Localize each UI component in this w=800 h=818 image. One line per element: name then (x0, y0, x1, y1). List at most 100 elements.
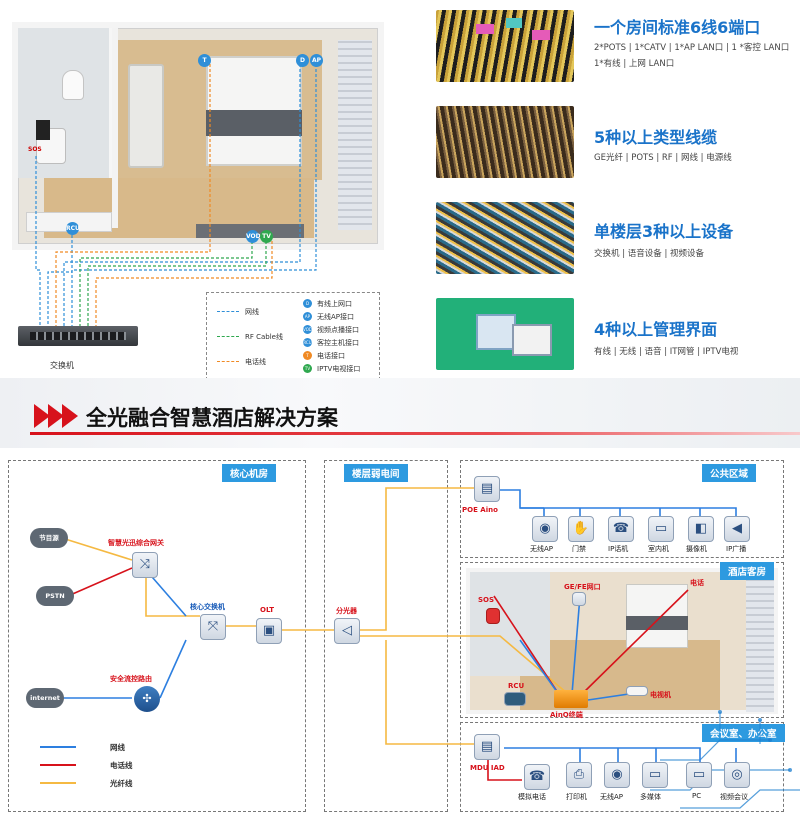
meeting-device-label: 打印机 (566, 793, 587, 801)
gateway-label: 智慧光迅综合网关 (108, 539, 164, 547)
public-device-label: 摄像机 (686, 545, 707, 553)
router-icon: ✣ (134, 686, 160, 712)
guest-room-bath (470, 572, 550, 676)
legend-phone-line (40, 764, 76, 766)
pstn-cloud-icon: PSTN (36, 586, 74, 606)
legend-network-label: 网线 (110, 743, 125, 752)
room-wall (112, 28, 118, 228)
banner-underline (30, 432, 800, 435)
meeting-device-label: 模拟电话 (518, 793, 546, 801)
feature-image-management (436, 298, 574, 370)
public-device-label: 无线AP (530, 545, 554, 553)
legend-port-icon: D (303, 299, 312, 308)
room-sos-label: SOS (478, 596, 495, 604)
aino-label: AinO终端 (550, 711, 583, 719)
aino-terminal-icon (554, 690, 588, 708)
guest-room-curtain (746, 572, 774, 712)
legend-port-label: 有线上网口 (317, 300, 352, 308)
public-device-label: IP广播 (726, 545, 747, 553)
poe-aino-label: POE Aino (462, 506, 498, 514)
switch-label: 交换机 (50, 361, 74, 370)
legend-line-network (217, 311, 239, 312)
legend-line-label: 电话线 (245, 358, 266, 366)
feature-subtitle: 有线 | 无线 | 语音 | IT网管 | IPTV电视 (594, 347, 739, 357)
guest-room-floor (520, 640, 720, 710)
olt-label: OLT (260, 606, 275, 614)
panel-title-floor: 楼层弱电间 (344, 464, 408, 482)
banner (0, 378, 800, 448)
phone-port-icon: T (198, 54, 211, 67)
legend-fiber-line (40, 782, 76, 784)
indoor-unit-icon: ▭ (648, 516, 674, 542)
ap-port-icon: AP (310, 54, 323, 67)
legend-port-icon: TV (303, 364, 312, 373)
public-device-label: 门禁 (572, 545, 586, 553)
wired-port-icon: D (296, 54, 309, 67)
splitter-label: 分光器 (336, 607, 357, 615)
ge-fe-port-label: GE/FE网口 (564, 583, 601, 591)
ge-fe-port-icon (572, 592, 586, 606)
feature-subtitle: 交换机 | 语音设备 | 视频设备 (594, 249, 705, 259)
feature-image-equipment (436, 202, 574, 274)
router-label: 安全流控路由 (110, 675, 152, 683)
legend-port-label: 视频点播接口 (317, 326, 359, 334)
feature-title: 单楼层3种以上设备 (594, 222, 734, 241)
ip-phone-icon: ☎ (608, 516, 634, 542)
vod-port-icon: VOD (246, 230, 261, 243)
legend-line-label: 网线 (245, 308, 259, 316)
splitter-icon: ◁ (334, 618, 360, 644)
panel-title-core: 核心机房 (222, 464, 277, 482)
meeting-device-label: 无线AP (600, 793, 624, 801)
olt-icon: ▣ (256, 618, 282, 644)
panel-title-meeting: 会议室、办公室 (702, 724, 785, 742)
legend-port-icon: VOD (303, 325, 312, 334)
video-conference-icon: ◎ (724, 762, 750, 788)
mdu-iad-label: MDU IAD (470, 764, 505, 772)
feature-image-cables (436, 10, 574, 82)
sos-label: SOS (28, 146, 42, 153)
feature-title: 5种以上类型线缆 (594, 128, 718, 147)
curtain (338, 40, 372, 230)
core-switch-icon: ⤧ (200, 614, 226, 640)
public-device-label: 室内机 (648, 545, 669, 553)
sofa (128, 64, 164, 168)
wireless-ap-icon: ◉ (532, 516, 558, 542)
printer-icon: ⎙ (566, 762, 592, 788)
feature-title: 4种以上管理界面 (594, 320, 718, 339)
legend-port-icon: T (303, 351, 312, 360)
analog-phone-icon: ☎ (524, 764, 550, 790)
internet-cloud-icon: internet (26, 688, 64, 708)
mirror (36, 120, 50, 140)
legend-line-phone (217, 361, 239, 362)
feature-image-wiring (436, 106, 574, 178)
panel-title-room: 酒店客房 (720, 562, 775, 580)
sos-button-icon (486, 608, 500, 624)
legend-port-label: IPTV电视接口 (317, 365, 361, 373)
banner-title: 全光融合智慧酒店解决方案 (86, 406, 338, 430)
feature-subtitle: GE光纤 | POTS | RF | 网线 | 电源线 (594, 153, 732, 163)
switch-ports (30, 332, 126, 340)
rcu-port-icon: RCU (66, 222, 80, 235)
room-legend: 网线 RF Cable线 电话线 D 有线上网口 AP 无线AP接口 VOD 视… (206, 292, 380, 380)
legend-phone-label: 电话线 (110, 761, 133, 770)
room-phone-label: 电话 (690, 579, 704, 587)
legend-fiber-label: 光纤线 (110, 779, 133, 788)
rcu-label: RCU (508, 682, 525, 690)
bed-blanket (206, 110, 302, 136)
legend-port-label: 无线AP接口 (317, 313, 355, 321)
guest-room-blanket (626, 616, 688, 630)
feature-subtitle: 2*POTS | 1*CATV | 1*AP LAN口 | 1 *客控 LAN口… (594, 43, 790, 69)
panel-title-public: 公共区域 (702, 464, 757, 482)
tv-icon (626, 686, 648, 696)
mdu-iad-icon: ▤ (474, 734, 500, 760)
access-control-icon: ✋ (568, 516, 594, 542)
rcu-icon (504, 692, 526, 706)
legend-line-label: RF Cable线 (245, 333, 283, 341)
multimedia-icon: ▭ (642, 762, 668, 788)
legend-network-line (40, 746, 76, 748)
gateway-icon: ⤨ (132, 552, 158, 578)
